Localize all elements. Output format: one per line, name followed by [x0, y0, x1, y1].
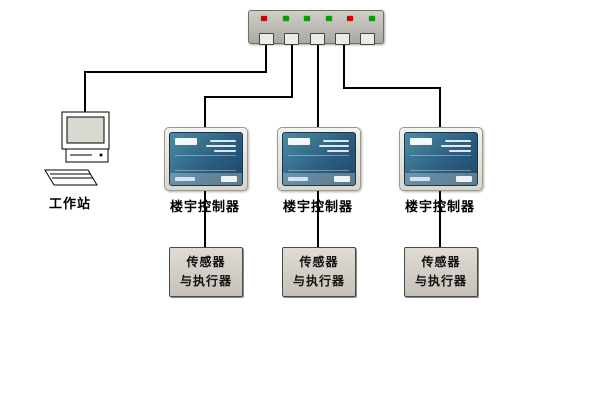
led-indicator-icon	[347, 16, 354, 21]
controller-logo-icon	[175, 138, 197, 145]
led-indicator-icon	[282, 16, 289, 21]
controller-faceplate	[404, 132, 478, 186]
switch-led-row	[261, 16, 375, 21]
led-indicator-icon	[304, 16, 311, 21]
ethernet-port-icon	[360, 33, 375, 45]
controller-label: 楼宇控制器	[169, 200, 240, 215]
controller-device	[399, 127, 483, 191]
workstation-icon	[40, 108, 150, 193]
controller-logo-icon	[288, 138, 310, 145]
sensor-box-line2: 与执行器	[292, 274, 345, 288]
controller-device	[277, 127, 361, 191]
controller-faceplate	[282, 132, 356, 186]
sensor-box-line2: 与执行器	[414, 274, 467, 288]
sensor-box-line1: 传感器	[421, 254, 461, 269]
controller-label: 楼宇控制器	[404, 200, 475, 215]
sensor-box-line1: 传感器	[299, 254, 339, 269]
sensor-actuator-box: 传感器 与执行器	[169, 247, 243, 297]
led-indicator-icon	[261, 16, 267, 21]
sensor-box-line1: 传感器	[186, 254, 226, 269]
switch-port-row	[259, 33, 375, 45]
ethernet-port-icon	[334, 33, 350, 45]
led-indicator-icon	[368, 16, 375, 21]
ethernet-port-icon	[284, 33, 300, 45]
controller-device	[164, 127, 248, 191]
sensor-actuator-box: 传感器 与执行器	[282, 247, 356, 297]
network-switch	[248, 10, 384, 45]
ethernet-port-icon	[259, 33, 274, 45]
controller-faceplate	[169, 132, 243, 186]
workstation-label: 工作站	[48, 197, 91, 212]
sensor-box-line2: 与执行器	[179, 274, 232, 288]
controller-label: 楼宇控制器	[282, 200, 353, 215]
led-indicator-icon	[325, 16, 332, 21]
controller-logo-icon	[410, 138, 432, 145]
sensor-actuator-box: 传感器 与执行器	[404, 247, 478, 297]
ethernet-port-icon	[309, 33, 325, 45]
